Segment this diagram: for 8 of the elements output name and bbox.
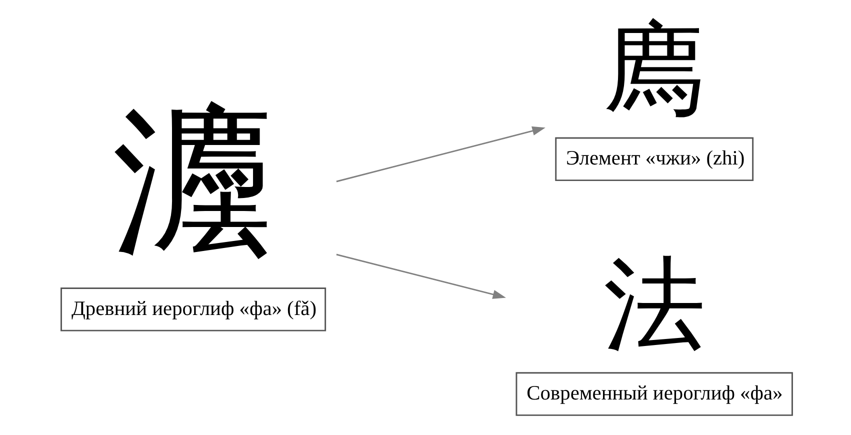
arrow bbox=[336, 254, 506, 299]
node-box: Элемент «чжи» (zhi) bbox=[554, 137, 754, 182]
node-label: 廌 bbox=[602, 14, 705, 128]
arrow bbox=[336, 126, 545, 182]
node-box: Современный иероглиф «фа» bbox=[515, 372, 792, 416]
node-label: 法 bbox=[602, 249, 705, 362]
node-box: Древний иероглиф «фа» (fǎ) bbox=[60, 288, 326, 332]
node-label: 灋 bbox=[112, 94, 272, 272]
